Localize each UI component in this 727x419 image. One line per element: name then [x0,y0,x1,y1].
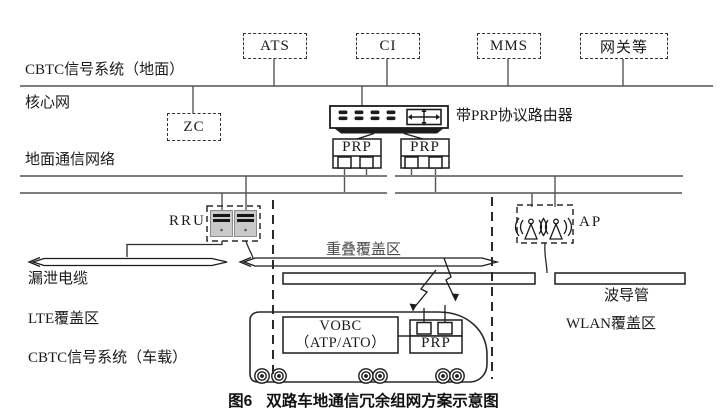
rru-drop-lines [221,176,247,212]
router-arrows-icon [412,111,436,123]
box-gateway: 网关等 [580,33,668,59]
leaky-cable-right-icon [238,256,500,268]
prp-router-icon [329,105,449,140]
train-antenna-masts [423,305,446,323]
prp-ground-left-label: PRP [342,138,372,155]
vobc-label-line1: VOBC [319,318,362,334]
box-zc-label: ZC [183,118,205,135]
overlap-zone-boundary-lines [272,197,493,379]
box-mms: MMS [477,33,541,59]
ap-drop-lines [531,176,556,207]
box-ats: ATS [243,33,307,59]
label-overlap-coverage: 重叠覆盖区 [326,242,402,258]
label-cbtc-ground: CBTC信号系统（地面） [25,62,185,78]
waveguide-icon [282,272,686,285]
label-leaky-cable: 漏泄电缆 [28,271,89,287]
box-zc: ZC [167,113,221,141]
vobc-label-line2: （ATP/ATO） [294,335,387,351]
box-ats-label: ATS [260,37,290,54]
box-gateway-label: 网关等 [599,39,648,56]
prp-onboard-label: PRP [421,335,451,351]
ground-comm-bus-lines [20,175,683,194]
prp-ground-left-icon [332,138,382,169]
box-ci-label: CI [379,37,397,54]
label-lte-coverage: LTE覆盖区 [28,311,100,327]
box-ci: CI [356,33,420,59]
rru-icon [206,205,261,242]
figure-caption-title: 双路车地通信冗余组网方案示意图 [266,393,499,410]
figure-caption: 图6 双路车地通信冗余组网方案示意图 [0,389,727,411]
label-ground-comm-network: 地面通信网络 [25,152,116,168]
label-wlan-coverage: WLAN覆盖区 [566,316,656,332]
top-system-connector-lines [192,58,624,113]
radio-link-arrows [409,257,459,312]
label-ap: AP [579,214,603,230]
ap-feed-line [544,242,548,274]
label-cbtc-onboard: CBTC信号系统（车载） [28,350,188,366]
label-prp-router: 带PRP协议路由器 [456,108,573,124]
figure-caption-number: 图6 [228,393,253,410]
prp-drop-lines [343,168,437,193]
rru-feed-lines [126,240,254,259]
box-mms-label: MMS [489,37,529,54]
prp-ground-right-label: PRP [410,138,440,155]
ap-icon [514,204,574,244]
label-waveguide: 波导管 [604,288,650,304]
label-rru: RRU [169,213,206,229]
vobc-box: VOBC （ATP/ATO） [283,317,398,353]
label-core-network: 核心网 [25,95,71,111]
leaky-cable-left-icon [27,256,228,268]
train-wheels [254,368,465,384]
prp-ground-right-icon [400,138,450,169]
vobc-box-outline [282,316,399,354]
